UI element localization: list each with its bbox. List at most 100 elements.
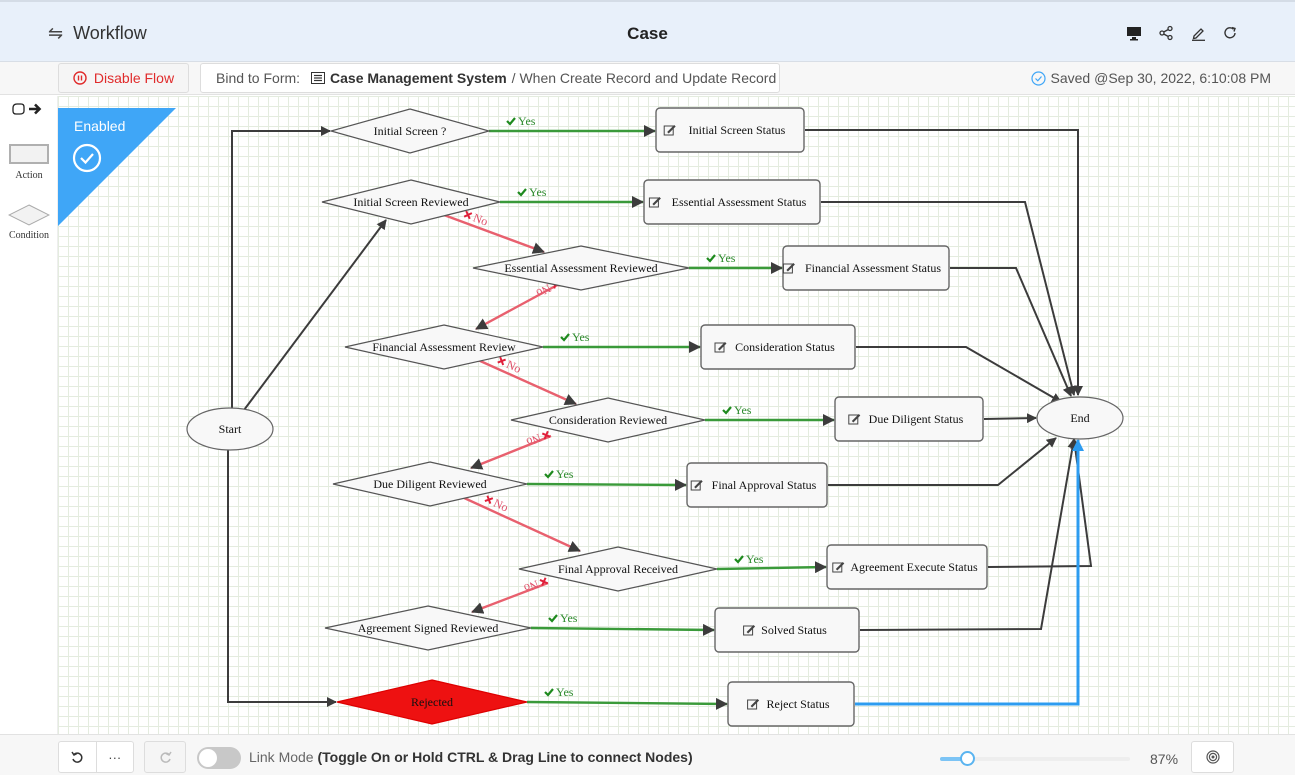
- edge-c7-to-a7[interactable]: [716, 561, 827, 574]
- share-icon[interactable]: [1157, 22, 1175, 44]
- yes-label: Yes: [746, 552, 764, 566]
- workflow-switch[interactable]: ⇋ Workflow: [48, 23, 147, 44]
- edit-icon: [743, 625, 756, 636]
- node-a4[interactable]: Consideration Status: [700, 324, 856, 370]
- page-title: Case: [627, 24, 668, 43]
- edge-c8-to-a8[interactable]: [530, 623, 715, 636]
- disable-flow-button[interactable]: Disable Flow: [58, 63, 189, 93]
- node-c1[interactable]: Initial Screen ?: [328, 108, 492, 154]
- refresh-icon[interactable]: [1221, 22, 1239, 44]
- flow-diagram: YesYesNoYesNoYesNoYesNoYesNoYesNoYesYes …: [186, 107, 1124, 727]
- node-label: Financial Assessment Review: [372, 340, 516, 354]
- edit-icon[interactable]: [1189, 22, 1207, 44]
- edge-c9-to-a9[interactable]: [526, 697, 728, 710]
- condition-shape: [321, 179, 501, 225]
- link-mode-hint: (Toggle On or Hold CTRL & Drag Line to c…: [317, 749, 693, 765]
- cross-icon: [484, 495, 494, 504]
- edge-c6-to-a6[interactable]: [526, 478, 687, 491]
- node-a6[interactable]: Final Approval Status: [686, 462, 828, 508]
- desktop-icon[interactable]: [1125, 22, 1143, 44]
- action-shape: [655, 107, 805, 153]
- arrow-right-icon: [29, 103, 42, 115]
- node-c7[interactable]: Final Approval Received: [518, 546, 718, 592]
- no-label: No: [524, 431, 543, 449]
- edge-a6-to-end[interactable]: [828, 437, 1057, 486]
- edge-a5-to-end[interactable]: [983, 413, 1037, 424]
- zoom-slider-handle[interactable]: [959, 751, 975, 766]
- edit-icon: [848, 414, 861, 425]
- edge-a4-to-end[interactable]: [856, 346, 1062, 403]
- node-label: Consideration Status: [735, 340, 835, 354]
- section-label: Workflow: [73, 23, 147, 43]
- edge-label-yes: Yes: [506, 114, 536, 128]
- node-label: Agreement Signed Reviewed: [358, 621, 499, 635]
- node-a8[interactable]: Solved Status: [714, 607, 860, 653]
- action-shape: [643, 179, 821, 225]
- node-label: Due Diligent Reviewed: [373, 477, 486, 491]
- bind-to-form[interactable]: Bind to Form: Case Management System / W…: [200, 63, 780, 93]
- node-label: Final Approval Received: [558, 562, 678, 576]
- node-label: Initial Screen Reviewed: [353, 195, 468, 209]
- edge-a9-to-end[interactable]: [855, 439, 1084, 706]
- edge-a2-to-end[interactable]: [821, 201, 1077, 396]
- cross-icon: [497, 356, 507, 366]
- palette-action[interactable]: Action: [0, 144, 58, 181]
- undo-button[interactable]: [59, 742, 96, 772]
- yes-label: Yes: [734, 403, 752, 417]
- edge-a7-to-end[interactable]: [987, 438, 1093, 568]
- node-c9[interactable]: Rejected: [336, 679, 528, 725]
- edge-c2-to-c3[interactable]: [443, 213, 545, 254]
- disable-flow-label: Disable Flow: [93, 70, 175, 86]
- node-a9[interactable]: Reject Status: [727, 681, 855, 727]
- node-c6[interactable]: Due Diligent Reviewed: [332, 461, 528, 507]
- zoom-slider[interactable]: [940, 751, 1130, 766]
- center-view-button[interactable]: [1191, 741, 1234, 773]
- trigger-text: / When Create Record and Update Record: [511, 70, 777, 86]
- terminal-shape: [1036, 396, 1124, 440]
- node-a5[interactable]: Due Diligent Status: [834, 396, 984, 442]
- edit-icon: [747, 699, 760, 710]
- node-a2[interactable]: Essential Assessment Status: [643, 179, 821, 225]
- hand-icon: [12, 103, 25, 115]
- edge-a1-to-end[interactable]: [805, 129, 1083, 396]
- edge-a8-to-end[interactable]: [859, 438, 1078, 631]
- node-label: Essential Assessment Reviewed: [504, 261, 657, 275]
- edit-icon: [648, 197, 661, 208]
- edge-label-yes: Yes: [544, 467, 574, 481]
- edge-start-to-c9[interactable]: [227, 450, 337, 707]
- node-c3[interactable]: Essential Assessment Reviewed: [472, 245, 690, 291]
- cross-icon: [541, 430, 551, 440]
- node-c4[interactable]: Financial Assessment Review: [344, 324, 544, 370]
- edge-a3-to-end[interactable]: [950, 267, 1073, 397]
- node-c2[interactable]: Initial Screen Reviewed: [321, 179, 501, 225]
- node-a1[interactable]: Initial Screen Status: [655, 107, 805, 153]
- condition-shape: [518, 546, 718, 592]
- yes-label: Yes: [572, 330, 590, 344]
- palette-condition[interactable]: Condition: [0, 204, 58, 241]
- history-more-button[interactable]: ···: [95, 742, 134, 772]
- edge-c4-to-c5[interactable]: [477, 358, 577, 406]
- node-a3[interactable]: Financial Assessment Status: [782, 245, 950, 291]
- check-icon: [548, 614, 558, 623]
- edge-start-to-c1[interactable]: [231, 126, 331, 409]
- node-end[interactable]: End: [1036, 396, 1124, 440]
- enabled-label: Enabled: [74, 118, 126, 134]
- pointer-tool[interactable]: [11, 102, 42, 116]
- edge-c3-to-c4[interactable]: [475, 281, 562, 331]
- check-icon: [734, 555, 744, 564]
- condition-label: Condition: [8, 230, 49, 241]
- edge-c5-to-c6[interactable]: [470, 434, 552, 470]
- node-start[interactable]: Start: [186, 407, 274, 451]
- zoom-level: 87%: [1150, 751, 1179, 767]
- link-mode-toggle[interactable]: [197, 747, 241, 769]
- edge-c6-to-c7[interactable]: [461, 495, 581, 553]
- node-c8[interactable]: Agreement Signed Reviewed: [324, 605, 532, 651]
- edge-start-to-c2[interactable]: [243, 219, 387, 411]
- redo-button[interactable]: [144, 741, 186, 773]
- node-a7[interactable]: Agreement Execute Status: [826, 544, 988, 590]
- node-c5[interactable]: Consideration Reviewed: [510, 397, 706, 443]
- redo-icon: [160, 751, 172, 763]
- edge-c7-to-c8[interactable]: [471, 581, 549, 614]
- node-label: Agreement Execute Status: [850, 560, 978, 574]
